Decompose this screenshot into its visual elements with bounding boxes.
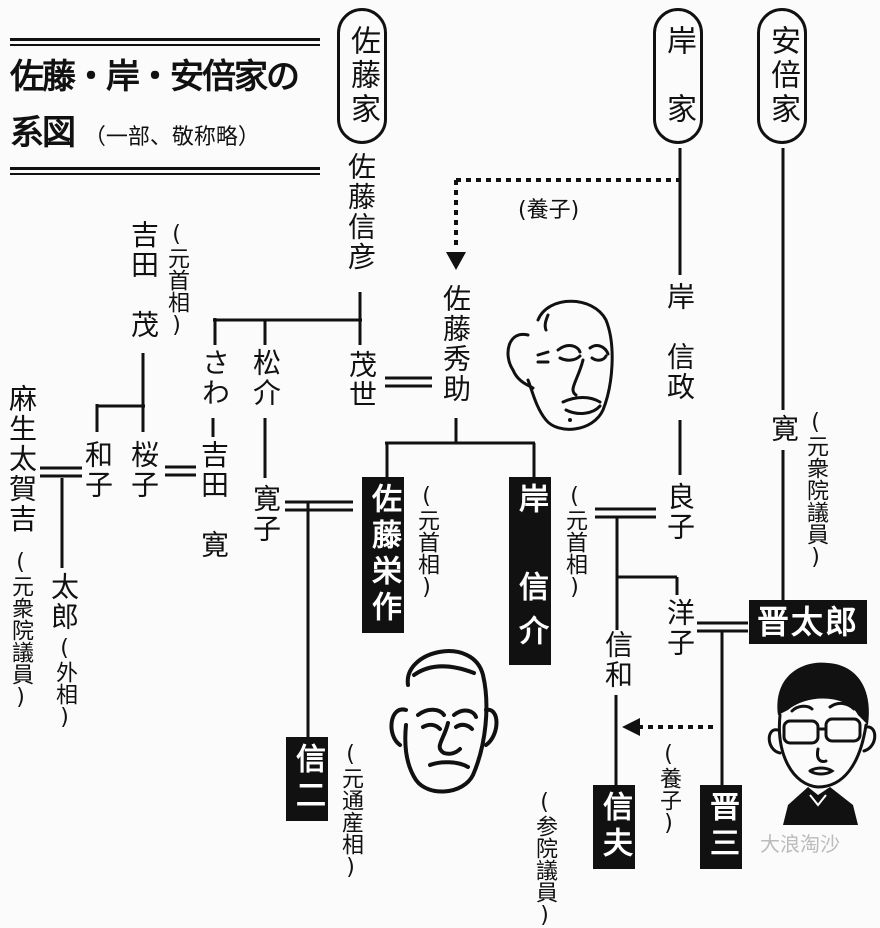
caricature-sato-eisaku bbox=[389, 649, 499, 794]
person-shintaro: 晋太郎 bbox=[749, 600, 868, 644]
person-yoshiko: 良子 bbox=[663, 482, 696, 542]
person-aso-takakichi: 麻生太賀吉 bbox=[5, 384, 38, 534]
person-nobuo-role: (参院議員) bbox=[532, 790, 557, 928]
adoption-label-bottom: (養子) bbox=[656, 742, 681, 836]
title-bottom-rule bbox=[10, 167, 320, 175]
caricature-kishi-nobusuke bbox=[506, 299, 614, 431]
person-hiroko: 寛子 bbox=[249, 484, 282, 544]
person-nobukazu: 信和 bbox=[601, 630, 634, 690]
person-yoshida-shigeru-role: (元首相) bbox=[164, 222, 189, 338]
title-line-2: 系図 （一部、敬称略） bbox=[10, 108, 320, 163]
person-sato-eisaku: 佐藤栄作 bbox=[362, 477, 404, 633]
person-aso-role: (元衆院議員) bbox=[8, 550, 33, 710]
person-moyo: 茂世 bbox=[345, 350, 378, 410]
person-sato-hidesuke: 佐藤秀助 bbox=[439, 284, 472, 404]
person-shinji: 信二 bbox=[286, 737, 328, 821]
title-top-rule bbox=[10, 38, 320, 46]
person-kan-role: (元衆院議員) bbox=[803, 410, 828, 570]
family-label-sato: 佐藤家 bbox=[337, 8, 387, 144]
person-yoko: 洋子 bbox=[663, 598, 696, 658]
family-label-kishi: 岸 家 bbox=[653, 8, 703, 144]
person-sato-nobuhiko: 佐藤信彦 bbox=[344, 152, 377, 272]
person-taro-role: (外相) bbox=[52, 636, 77, 730]
watermark: 大浪淘沙 bbox=[760, 832, 840, 856]
adoption-top-arrowhead bbox=[446, 252, 466, 270]
person-shinzo: 晋三 bbox=[700, 785, 742, 869]
family-tree-lines bbox=[40, 148, 785, 785]
person-kishi-nobumasa: 岸 信政 bbox=[663, 282, 696, 402]
person-sakurako: 桜子 bbox=[127, 440, 160, 500]
caricature-abe-shintaro bbox=[767, 662, 877, 825]
person-matsusuke: 松介 bbox=[249, 348, 282, 408]
adoption-bottom-arrowhead bbox=[622, 718, 640, 736]
title-second: 系図 bbox=[10, 113, 76, 153]
title-note: （一部、敬称略） bbox=[83, 125, 260, 150]
person-kishi-nobusuke-role: (元首相) bbox=[562, 484, 587, 600]
adoption-label-top: (養子) bbox=[518, 198, 580, 223]
diagram-title: 佐藤・岸・安倍家の 系図 （一部、敬称略） bbox=[10, 38, 320, 175]
person-yoshida-kan: 吉田 寛 bbox=[197, 440, 230, 560]
person-sato-eisaku-role: (元首相) bbox=[414, 484, 439, 600]
person-sawa: さわ bbox=[198, 348, 231, 408]
person-yoshida-shigeru: 吉田 茂 bbox=[127, 220, 160, 340]
person-kan: 寛 bbox=[767, 414, 800, 444]
family-label-abe: 安倍家 bbox=[757, 8, 807, 144]
person-kazuko: 和子 bbox=[81, 440, 114, 500]
person-nobuo: 信夫 bbox=[593, 785, 635, 869]
title-line-1: 佐藤・岸・安倍家の bbox=[10, 57, 300, 97]
person-kishi-nobusuke: 岸 信介 bbox=[509, 477, 551, 665]
person-shinji-role: (元通産相) bbox=[338, 742, 363, 880]
person-taro: 太郎 bbox=[47, 572, 80, 632]
